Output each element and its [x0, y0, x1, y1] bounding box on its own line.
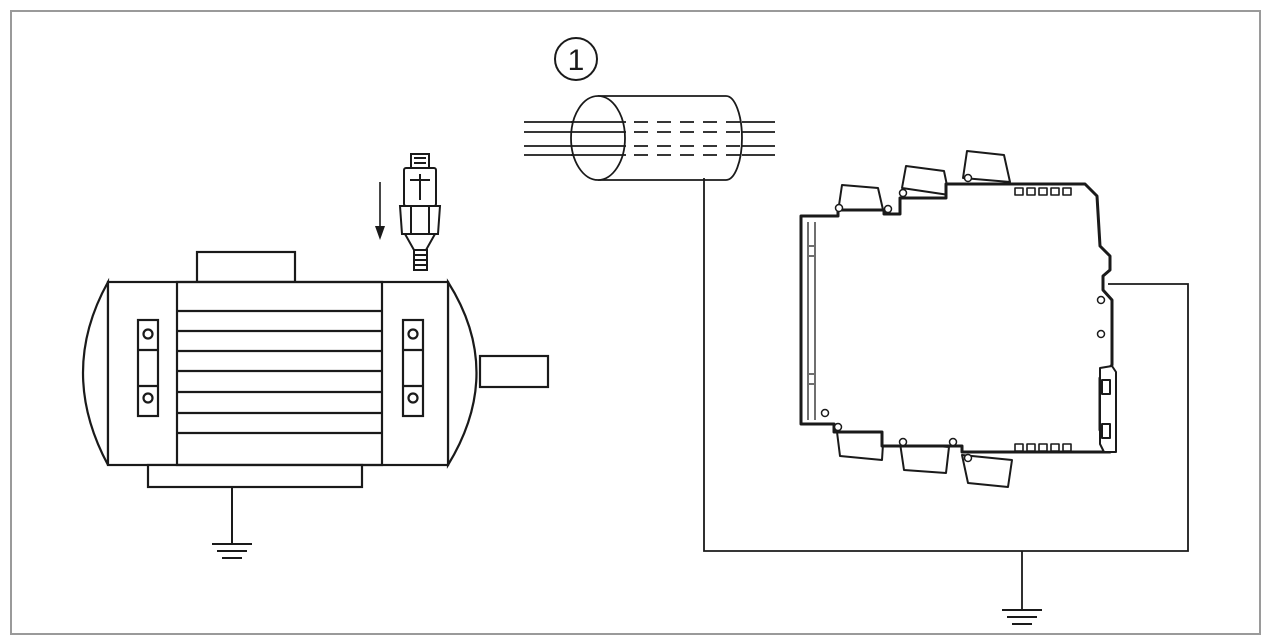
bolt-icon	[407, 392, 419, 404]
bolt-icon	[407, 328, 419, 340]
motor-ribs	[177, 309, 382, 435]
screw-icon	[1096, 295, 1106, 305]
callout-label: 1	[568, 44, 585, 77]
screw-icon	[833, 422, 843, 432]
module-screws	[820, 173, 1106, 463]
screw-icon	[898, 437, 908, 447]
motor-base	[146, 463, 364, 489]
screw-icon	[948, 437, 958, 447]
shielded-cable	[524, 95, 775, 181]
cable-shield-sleeve	[598, 95, 743, 181]
motor-terminal-box	[195, 250, 297, 284]
top-status-leds	[1014, 187, 1072, 196]
motor-right-endcap	[446, 278, 478, 469]
cable-wires-hidden	[634, 121, 742, 156]
arrow-down-icon	[375, 182, 385, 240]
pressure-sensor-icon	[398, 153, 442, 271]
motor-shaft	[478, 354, 550, 389]
cable-shield-opening	[570, 95, 626, 181]
bolt-icon	[142, 392, 154, 404]
module-right-clip	[1099, 365, 1117, 453]
motor-ground-icon	[212, 487, 252, 559]
callout-1: 1	[554, 37, 598, 81]
screw-icon	[898, 188, 908, 198]
screw-icon	[834, 203, 844, 213]
din-rail-module	[799, 150, 1117, 488]
motor-rib-section	[175, 280, 384, 467]
screw-icon	[883, 204, 893, 214]
screw-icon	[820, 408, 830, 418]
module-body	[799, 182, 1114, 454]
screw-icon	[963, 453, 973, 463]
screw-icon	[1096, 329, 1106, 339]
diagram-frame	[10, 10, 1261, 635]
module-left-clip	[807, 222, 816, 420]
bottom-status-leds	[1014, 443, 1072, 452]
ground-wire	[703, 178, 1189, 610]
top-plug-tabs	[837, 150, 1011, 215]
callout-circle	[554, 37, 598, 81]
cable-wires-opening	[571, 121, 626, 156]
module-ground-icon	[1002, 609, 1042, 625]
motor-right-mount	[401, 318, 425, 418]
motor-left-endcap	[82, 277, 110, 466]
bolt-icon	[142, 328, 154, 340]
motor	[82, 250, 550, 489]
motor-left-mount	[136, 318, 160, 418]
cable-wires-right	[742, 121, 775, 156]
screw-icon	[963, 173, 973, 183]
